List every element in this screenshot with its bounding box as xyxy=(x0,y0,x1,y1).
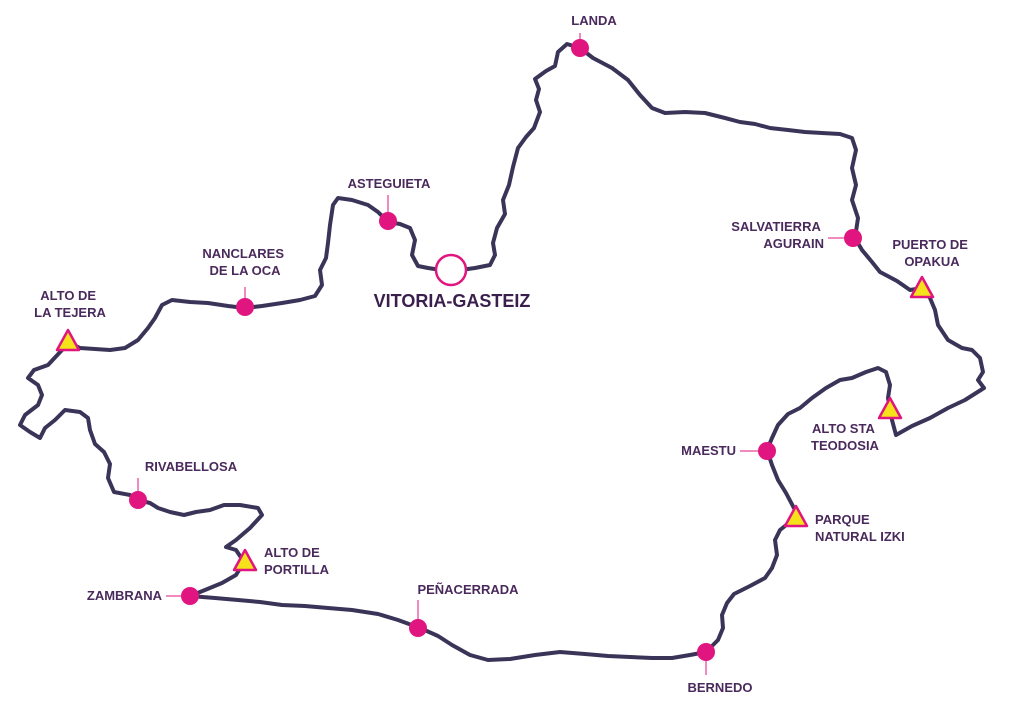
town-dot-salvatierra[interactable] xyxy=(844,229,862,247)
climb-triangle-icon-puerto-opakua[interactable] xyxy=(909,275,935,299)
climb-label-alto-tejera: ALTO DE LA TEJERA xyxy=(34,288,106,320)
town-dot-penacerrada[interactable] xyxy=(409,619,427,637)
town-dot-bernedo[interactable] xyxy=(697,643,715,661)
climb-label-alto-portilla: ALTO DE PORTILLA xyxy=(264,545,330,577)
town-dot-rivabellosa[interactable] xyxy=(129,491,147,509)
town-label-salvatierra: SALVATIERRA AGURAIN xyxy=(731,219,824,251)
town-dot-zambrana[interactable] xyxy=(181,587,199,605)
climb-label-puerto-opakua: PUERTO DE OPAKUA xyxy=(892,237,971,269)
town-dot-asteguieta[interactable] xyxy=(379,212,397,230)
route-path xyxy=(18,42,986,662)
town-label-landa: LANDA xyxy=(571,13,617,28)
climb-triangle-icon-alto-tejera[interactable] xyxy=(55,328,81,352)
town-label-rivabellosa: RIVABELLOSA xyxy=(145,459,238,474)
climb-label-parque-izki: PARQUE NATURAL IZKI xyxy=(815,512,905,544)
start-finish-circle-icon[interactable] xyxy=(434,253,468,287)
town-dot-nanclares[interactable] xyxy=(236,298,254,316)
town-label-maestu: MAESTU xyxy=(681,443,736,458)
town-label-penacerrada: PEÑACERRADA xyxy=(417,582,519,597)
town-label-zambrana: ZAMBRANA xyxy=(87,588,163,603)
leader-lines xyxy=(137,33,853,675)
start-label: VITORIA-GASTEIZ xyxy=(374,291,531,311)
climb-markers xyxy=(55,275,935,572)
climb-triangle-icon-parque-izki[interactable] xyxy=(783,504,809,528)
town-dot-landa[interactable] xyxy=(571,39,589,57)
town-label-nanclares: NANCLARES DE LA OCA xyxy=(202,246,287,278)
town-markers xyxy=(129,39,862,661)
labels: VITORIA-GASTEIZ LANDA ASTEGUIETA NANCLAR… xyxy=(34,13,971,695)
climb-triangle-icon-alto-portilla[interactable] xyxy=(232,548,258,572)
climb-triangle-icon-alto-teodosia[interactable] xyxy=(877,396,903,420)
climb-label-alto-teodosia: ALTO STA TEODOSIA xyxy=(811,421,880,453)
town-label-asteguieta: ASTEGUIETA xyxy=(348,176,431,191)
town-label-bernedo: BERNEDO xyxy=(687,680,752,695)
town-dot-maestu[interactable] xyxy=(758,442,776,460)
